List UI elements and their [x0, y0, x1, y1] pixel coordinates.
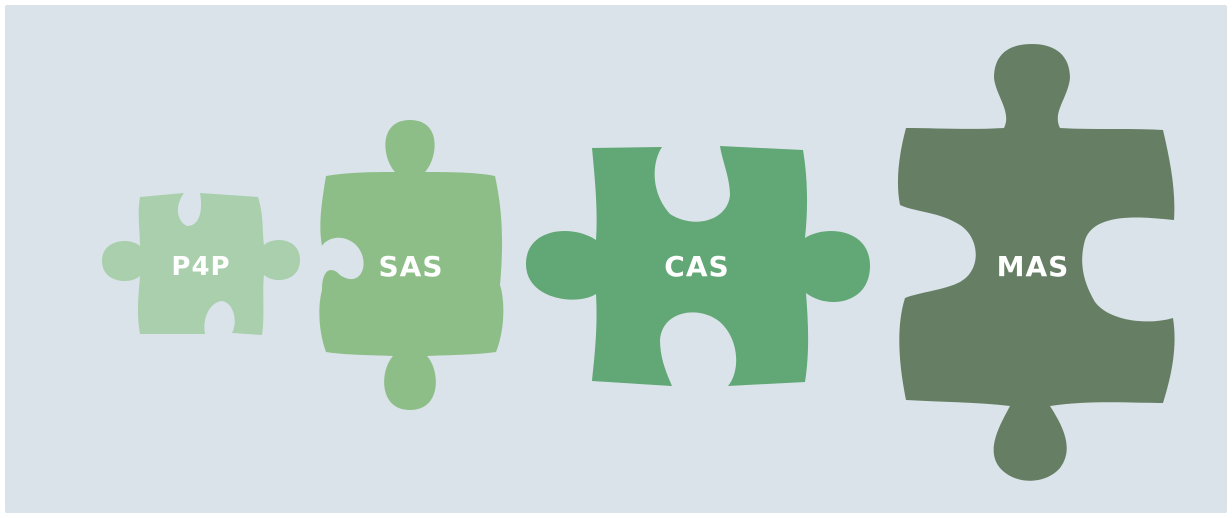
puzzle-piece-cas-label: CAS	[664, 250, 729, 283]
puzzle-piece-cas: CAS	[526, 146, 870, 386]
puzzle-piece-p4p: P4P	[102, 193, 300, 335]
puzzle-piece-mas-shape	[897, 44, 1175, 481]
puzzle-piece-sas: SAS	[319, 120, 504, 410]
puzzle-piece-sas-shape	[319, 120, 504, 410]
puzzle-piece-sas-label: SAS	[378, 250, 443, 283]
puzzle-piece-mas-label: MAS	[997, 250, 1070, 283]
puzzle-piece-mas: MAS	[897, 44, 1175, 481]
puzzle-piece-p4p-shape	[102, 193, 300, 335]
puzzle-piece-cas-shape	[526, 146, 870, 386]
puzzle-piece-p4p-label: P4P	[171, 252, 230, 282]
